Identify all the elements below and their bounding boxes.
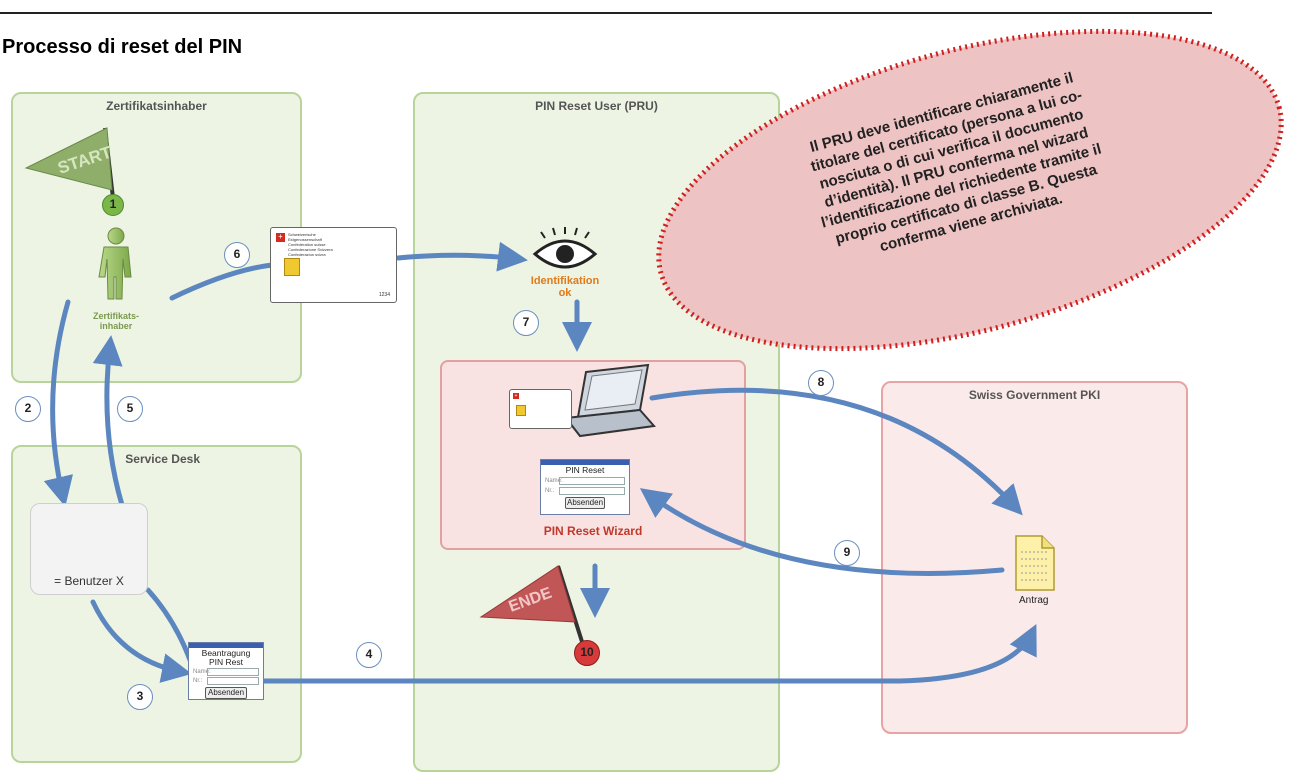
antrag-label: Antrag [1019,595,1049,606]
callout-ellipse [656,28,1284,352]
request-name-label: Name: [193,669,211,675]
antrag-document-icon [1015,535,1055,591]
lane-service-desk: Service Desk [11,445,302,763]
step-9-badge: 9 [834,540,860,566]
arrow-service-to-form [145,587,193,663]
page-title: Processo di reset del PIN [2,36,243,58]
nr-field[interactable] [559,487,625,495]
wizard-label: PIN Reset Wizard [543,524,643,538]
nr-field-label: Nr.: [545,488,555,494]
step-3-badge: 3 [127,684,153,710]
form-title: PIN Reset [565,465,605,475]
arrow-3 [90,599,192,683]
step-2-badge: 2 [15,396,41,422]
arrow-holder-to-card [169,262,275,301]
step-1-badge: 1 [102,194,124,216]
lane-title-pru: PIN Reset User (PRU) [535,99,658,113]
step-7-badge: 7 [513,310,539,336]
submit-button[interactable]: Absenden [565,497,605,509]
arrow-4 [261,624,1037,684]
caller-box: = Benutzer X [30,503,148,595]
request-nr-row: Nr.: [193,677,259,685]
step-10-badge: 10 [574,640,600,666]
lane-title-holder: Zertifikatsinhaber [106,99,207,113]
step-8-badge: 8 [808,370,834,396]
card-number: 1234 [378,292,390,298]
end-flag: ENDE [479,565,586,649]
request-submit-button[interactable]: Absenden [205,687,247,699]
swiss-flag-icon: + [276,233,285,242]
holder-label: Zertifikats- inhaber [92,311,139,331]
name-field[interactable] [559,477,625,485]
lane-zertifikatsinhaber: Zertifikatsinhaber [11,92,302,383]
flow-arrows [43,241,1037,684]
request-nr-label: Nr.: [193,678,203,684]
laptop-icon [564,363,656,438]
lane-title-service-desk: Service Desk [125,452,200,466]
identification-label: Identifikation ok [530,275,600,299]
pin-reset-form: PIN Reset Name: Nr.: Absenden [540,459,630,515]
form-name-row: Name: [545,477,625,485]
card-chip-icon [284,258,300,276]
step-5-badge: 5 [117,396,143,422]
id-card-small: + [509,389,572,429]
user-x-label: = Benutzer X [54,574,124,588]
card-chip-small-icon [516,405,526,416]
start-flag: START [24,127,115,199]
name-field-label: Name: [545,478,563,484]
request-name-field[interactable] [207,668,259,676]
request-form-title-2: PIN Rest [208,657,243,667]
top-rule [0,12,1212,14]
arrow-9 [639,488,1005,576]
form-titlebar [541,460,629,465]
step-4-badge: 4 [356,642,382,668]
request-nr-field[interactable] [207,677,259,685]
swiss-flag-icon-small: + [513,393,519,399]
form-nr-row: Nr.: [545,487,625,495]
arrow-6 [395,241,528,272]
request-name-row: Name: [193,668,259,676]
pin-request-form: Beantragung PIN Rest Name: Nr.: Absenden [188,642,264,700]
eye-icon [532,227,598,269]
request-form-title-1: Beantragung [201,648,251,658]
person-holder-icon [98,227,132,300]
arrow-8 [649,387,1023,516]
step-6-badge: 6 [224,242,250,268]
lane-title-pki: Swiss Government PKI [968,388,1101,402]
arrow-2 [43,299,73,507]
arrow-5 [92,335,125,508]
request-form-titlebar [189,643,263,648]
